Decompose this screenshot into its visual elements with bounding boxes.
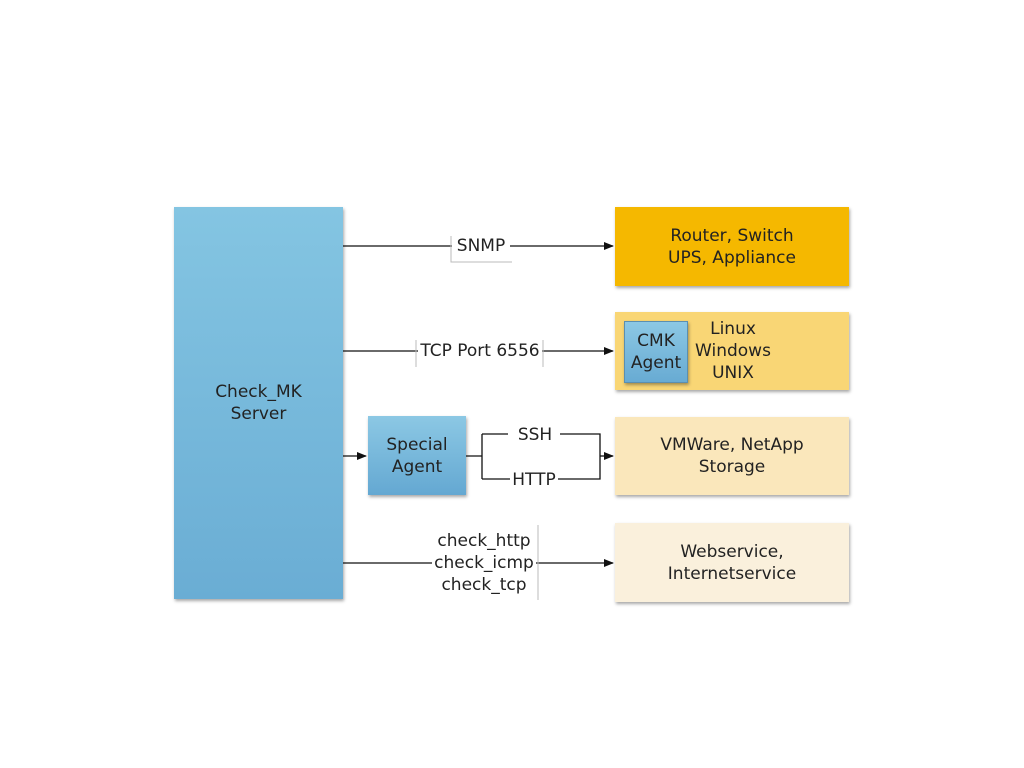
web-line1: Webservice, (680, 541, 784, 562)
special-agent-line2: Agent (391, 456, 443, 477)
os-unix: UNIX (712, 363, 754, 383)
os-windows: Windows (695, 341, 771, 361)
server-label-line1: Check_MK (215, 382, 302, 402)
web-line2: Internetservice (667, 563, 797, 584)
network-devices-box: Router, Switch UPS, Appliance (615, 207, 849, 286)
network-line1: Router, Switch (670, 225, 794, 246)
network-line2: UPS, Appliance (668, 247, 796, 268)
http-label: HTTP (510, 469, 558, 491)
check-mk-server-box: Check_MK Server (174, 207, 343, 599)
cmk-agent-box: CMK Agent (624, 321, 688, 383)
check-plugins-label: check_http check_icmp check_tcp (432, 530, 536, 596)
web-services-box: Webservice, Internetservice (615, 523, 849, 602)
server-label-line2: Server (230, 404, 287, 424)
cmk-agent-line1: CMK (637, 331, 675, 351)
os-list: Linux Windows UNIX (690, 318, 776, 384)
special-agent-line1: Special (386, 434, 448, 455)
os-linux: Linux (710, 319, 756, 339)
storage-line2: Storage (698, 457, 766, 477)
ssh-label: SSH (512, 424, 558, 446)
storage-box: VMWare, NetApp Storage (615, 417, 849, 495)
check-icmp-label: check_icmp (434, 553, 534, 573)
special-fork-lines (466, 433, 601, 480)
check-tcp-label: check_tcp (441, 575, 527, 595)
storage-line1: VMWare, NetApp (660, 435, 804, 455)
snmp-label: SNMP (452, 235, 510, 257)
check-http-label: check_http (437, 531, 531, 551)
tcp-port-label: TCP Port 6556 (418, 340, 542, 362)
cmk-agent-line2: Agent (630, 353, 682, 373)
special-agent-box: Special Agent (368, 416, 466, 495)
